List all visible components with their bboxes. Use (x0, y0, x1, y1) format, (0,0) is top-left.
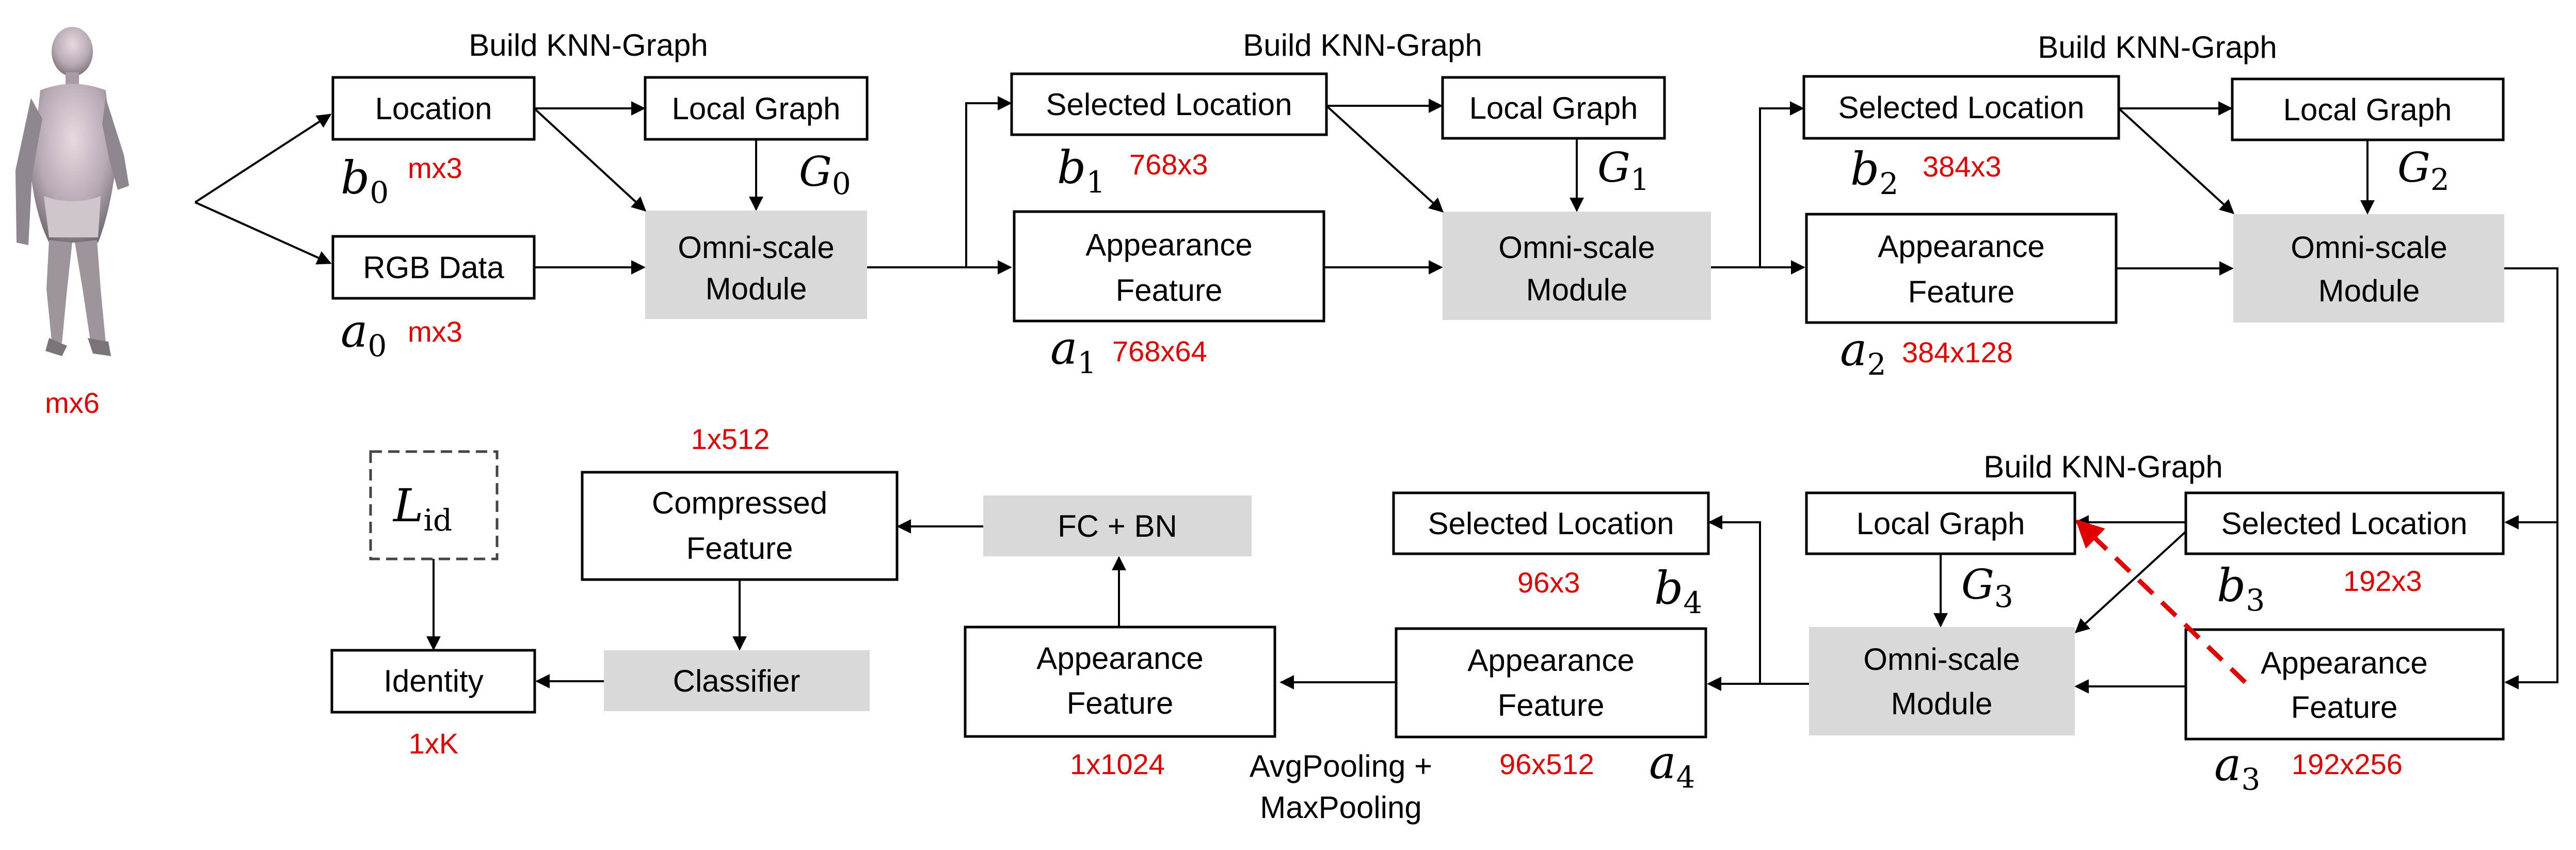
appearance-feature-box-3 (2184, 628, 2505, 741)
omni-scale-module-3 (1809, 627, 2075, 735)
omni-scale-module-2 (2233, 214, 2504, 323)
local-graph-label-3: Local Graph (1857, 506, 2025, 541)
location-label: Location (375, 91, 492, 126)
rgb-data-label: RGB Data (363, 250, 504, 285)
a1-dim: 768x64 (1112, 335, 1207, 367)
a0-dim: mx3 (408, 315, 462, 348)
b0-dim: mx3 (408, 152, 462, 184)
a3-symbol: a3 (2214, 738, 2260, 797)
location-box (331, 76, 536, 141)
b1-symbol: b1 (1057, 141, 1105, 200)
appearance-feature-2-line2: Feature (1908, 275, 2015, 309)
a2-symbol: a2 (1840, 323, 1886, 382)
selected-location-box-1 (1010, 72, 1328, 136)
omni-module-2-line2: Module (2318, 274, 2420, 308)
omni-module-3-line1: Omni-scale (1863, 642, 2020, 677)
identity-box (330, 649, 536, 714)
b2-symbol: b2 (1850, 142, 1898, 201)
local-graph-box-2 (2231, 77, 2505, 141)
selected-location-box-4 (1392, 491, 1710, 555)
local-graph-box-0 (644, 76, 869, 141)
rgb-data-box (331, 235, 536, 300)
local-graph-label-1: Local Graph (1469, 91, 1638, 125)
pooled-feature-dim: 1x1024 (1070, 748, 1165, 780)
omni-module-0-line2: Module (706, 271, 807, 306)
a2-dim: 384x128 (1902, 336, 2013, 368)
loss-box (369, 450, 499, 560)
a4-symbol: a4 (1649, 736, 1695, 795)
b1-dim: 768x3 (1129, 148, 1208, 181)
selected-location-label-3: Selected Location (2221, 506, 2467, 541)
human-pointcloud-icon (15, 27, 129, 356)
local-graph-label-2: Local Graph (2283, 92, 2452, 127)
appearance-feature-4-line1: Appearance (1467, 643, 1635, 678)
b4-symbol: b4 (1654, 562, 1702, 620)
identity-dim: 1xK (409, 727, 459, 760)
a4-dim: 96x512 (1499, 748, 1594, 780)
b0-symbol: b0 (341, 151, 389, 210)
b2-dim: 384x3 (1923, 150, 2002, 183)
fc-bn-label: FC + BN (1058, 509, 1177, 543)
appearance-feature-box-1 (1013, 210, 1325, 323)
pooled-appearance-feature-box (964, 626, 1276, 738)
appearance-feature-1-line2: Feature (1116, 273, 1223, 308)
omni-scale-module-0 (645, 211, 867, 319)
local-graph-label-0: Local Graph (672, 91, 841, 126)
selected-location-label-4: Selected Location (1428, 506, 1674, 541)
fc-bn-block (983, 495, 1252, 556)
compressed-feature-line2: Feature (686, 531, 793, 566)
local-graph-box-3 (1805, 491, 2076, 555)
build-knn-title-1: Build KNN-Graph (1243, 28, 1482, 62)
build-knn-title-2: Build KNN-Graph (2038, 30, 2277, 65)
pooled-feature-line2: Feature (1067, 686, 1174, 720)
selected-location-box-2 (1802, 75, 2120, 140)
appearance-feature-3-line1: Appearance (2261, 646, 2428, 680)
classifier-label: Classifier (673, 664, 801, 698)
pooling-label-line2: MaxPooling (1260, 790, 1422, 825)
identity-label: Identity (383, 664, 483, 698)
omni-module-3-line2: Module (1891, 686, 1993, 721)
g1-symbol: G1 (1597, 143, 1650, 197)
omni-module-1-line1: Omni-scale (1498, 230, 1655, 265)
arrow-to-location (194, 114, 332, 203)
selected-location-label-1: Selected Location (1046, 87, 1292, 122)
b3-dim: 192x3 (2343, 565, 2422, 597)
build-knn-title-3: Build KNN-Graph (1983, 450, 2223, 484)
appearance-feature-2-line1: Appearance (1878, 229, 2045, 264)
compressed-feature-line1: Compressed (652, 486, 827, 520)
appearance-feature-box-4 (1395, 627, 1707, 739)
loss-symbol: Lid (392, 479, 452, 538)
appearance-feature-4-line2: Feature (1498, 688, 1605, 723)
pooling-label-line1: AvgPooling + (1250, 749, 1432, 783)
omni-module-0-line1: Omni-scale (678, 230, 834, 265)
selected-location-label-2: Selected Location (1838, 90, 2084, 125)
a1-symbol: a1 (1050, 322, 1096, 380)
red-dashed-connection (2075, 519, 2247, 684)
b3-symbol: b3 (2217, 559, 2265, 618)
g2-symbol: G2 (2397, 143, 2450, 197)
compressed-feature-dim: 1x512 (691, 423, 770, 455)
g0-symbol: G0 (799, 148, 851, 201)
a0-symbol: a0 (341, 304, 387, 363)
compressed-feature-box (581, 471, 899, 581)
omni-module-1-line2: Module (1526, 272, 1628, 307)
b4-dim: 96x3 (1517, 566, 1580, 599)
build-knn-title-0: Build KNN-Graph (469, 28, 708, 62)
pooled-feature-line1: Appearance (1036, 641, 1204, 676)
g3-symbol: G3 (1961, 560, 2013, 614)
appearance-feature-3-line2: Feature (2291, 690, 2398, 725)
arrow-to-rgb (195, 201, 332, 265)
input-dim-label: mx6 (45, 387, 100, 419)
omni-module-2-line1: Omni-scale (2291, 230, 2447, 265)
a3-dim: 192x256 (2292, 748, 2403, 780)
omni-scale-module-1 (1443, 212, 1711, 320)
appearance-feature-box-2 (1805, 213, 2118, 324)
classifier-block (604, 650, 870, 711)
selected-location-box-3 (2184, 491, 2505, 555)
appearance-feature-1-line1: Appearance (1085, 228, 1253, 262)
